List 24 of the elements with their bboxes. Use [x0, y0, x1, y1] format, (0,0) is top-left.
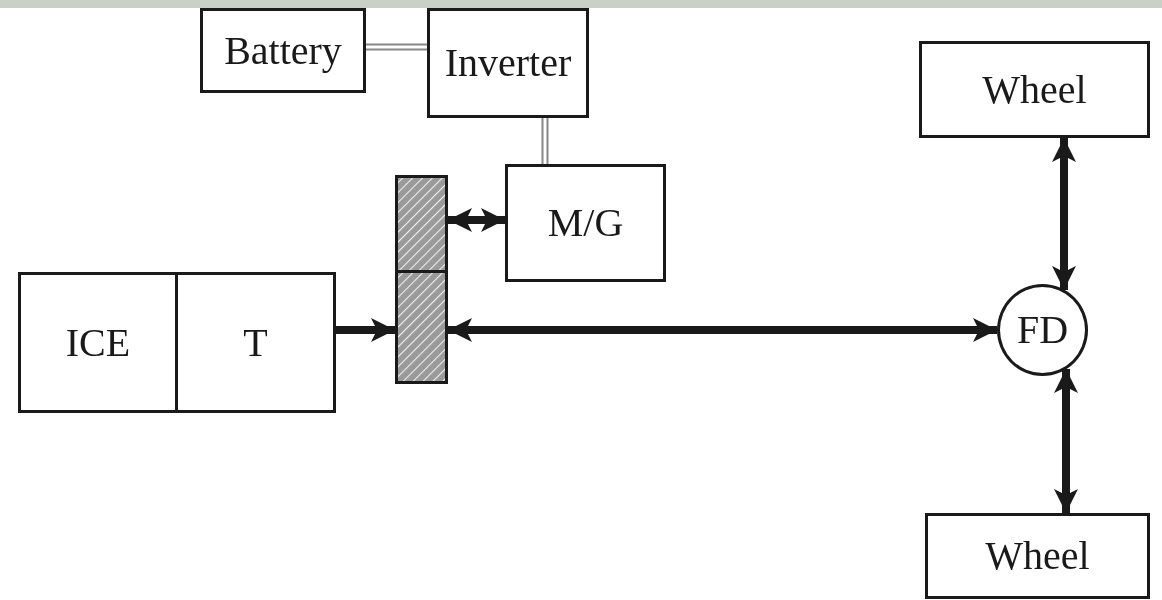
arrow	[1054, 368, 1078, 513]
node-label: M/G	[547, 203, 624, 243]
block-box	[505, 164, 666, 282]
node-label: Inverter	[444, 43, 572, 83]
block-box	[200, 8, 366, 93]
node-label: ICE	[65, 322, 131, 363]
arrow	[448, 208, 505, 232]
arrow	[1052, 138, 1076, 290]
connector-line	[541, 117, 549, 165]
block-box	[427, 8, 589, 118]
node-label: Wheel	[985, 536, 1090, 576]
arrow	[336, 318, 395, 342]
node-label: T	[243, 322, 268, 363]
node-label: Battery	[224, 30, 342, 71]
hatched-bar	[395, 175, 448, 273]
block-box	[18, 272, 178, 413]
block-box	[925, 513, 1150, 599]
hatched-bar	[395, 270, 448, 384]
connector-line	[365, 43, 428, 51]
node-label: Wheel	[982, 69, 1087, 110]
node-label: FD	[1016, 310, 1069, 350]
block-box	[175, 272, 336, 413]
block-box	[919, 41, 1150, 138]
arrow	[448, 318, 997, 342]
